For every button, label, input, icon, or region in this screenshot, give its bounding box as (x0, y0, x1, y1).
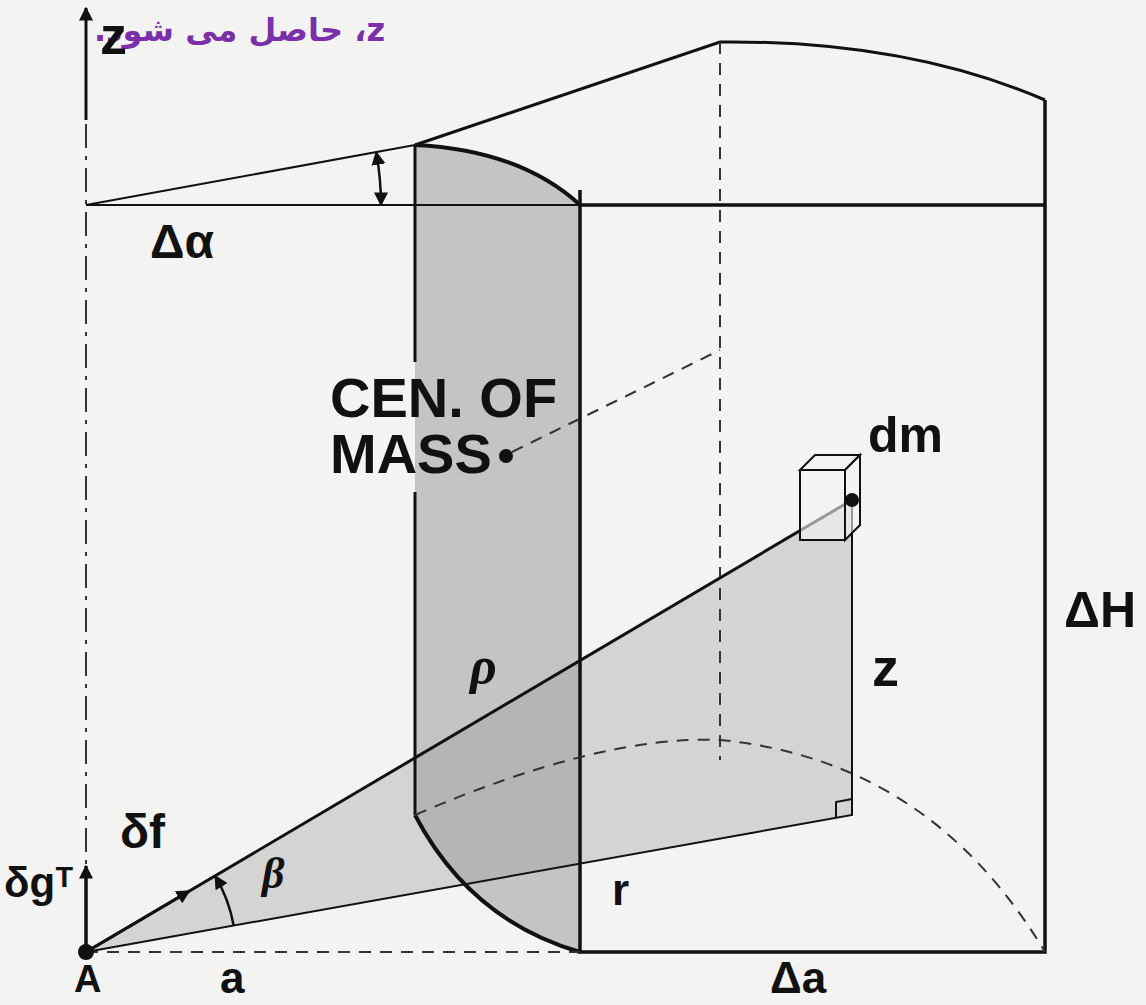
hidden-bottom-arc (415, 740, 1045, 952)
height-label: ΔH (1064, 585, 1136, 635)
mass-element-dot (845, 493, 859, 507)
right-angle-mark (836, 799, 852, 818)
delta-f-arrow (86, 891, 189, 952)
mass-element-cube (800, 455, 860, 540)
z-axis-arrow (85, 8, 88, 120)
distance-label: ρ (470, 640, 497, 692)
delta-g-arrow (84, 866, 88, 952)
gravity-label: δgᵀ (4, 862, 73, 904)
center-line (719, 42, 721, 760)
angle-arrow (376, 152, 381, 205)
axis-label: z (100, 8, 127, 62)
triangle-shade (86, 500, 852, 952)
inner-top-arc (415, 145, 580, 205)
top-outer-arc (415, 42, 1045, 145)
center-of-mass-dot (499, 449, 513, 463)
angle-label: Δα (150, 218, 214, 266)
point-label: A (74, 960, 101, 998)
beta-arc (215, 876, 234, 926)
r-z-lines (86, 500, 852, 952)
radius-a-label: a (220, 956, 244, 1000)
inner-bottom-arc (415, 815, 580, 952)
z-axis (85, 120, 87, 940)
front-face (580, 100, 1045, 952)
height-z-label: z (872, 640, 899, 694)
center-of-mass-label: CEN. OF MASS (330, 370, 592, 482)
caption-text: z، حاصل می شود. (94, 14, 385, 46)
mass-element-label: dm (868, 410, 943, 460)
point-a-dot (78, 944, 94, 960)
beta-label: β (262, 852, 285, 896)
radius-label: r (612, 868, 629, 912)
radius-a-line (86, 951, 580, 953)
angle-lines (86, 145, 580, 205)
force-label: δf (120, 808, 165, 856)
rho-line (86, 500, 852, 952)
width-label: Δa (770, 956, 826, 1000)
